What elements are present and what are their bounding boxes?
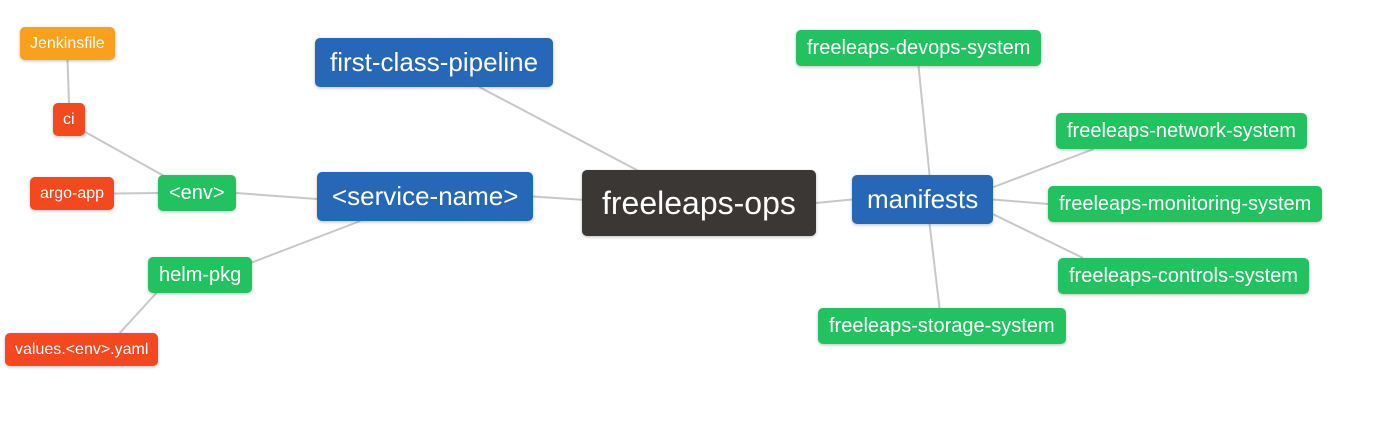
node-manifests[interactable]: manifests (852, 175, 994, 225)
node-service-name[interactable]: <service-name> (317, 172, 534, 222)
node-ci[interactable]: ci (53, 103, 85, 137)
node-freeleaps-ops[interactable]: freeleaps-ops (582, 170, 816, 237)
edge-helm-pkg-to-values-env-yaml (119, 292, 158, 334)
node-freeleaps-storage-system[interactable]: freeleaps-storage-system (818, 308, 1066, 344)
node-first-class-pipeline[interactable]: first-class-pipeline (315, 38, 554, 88)
edge-ci-to-env (82, 130, 165, 177)
node-jenkinsfile[interactable]: Jenkinsfile (20, 27, 115, 61)
edge-manifests-to-freeleaps-network-system (992, 148, 1095, 189)
node-argo-app[interactable]: argo-app (30, 177, 115, 211)
edge-first-class-pipeline-to-freeleaps-ops (478, 86, 641, 173)
edge-manifests-to-freeleaps-storage-system (928, 223, 941, 309)
edge-manifests-to-freeleaps-monitoring-system (992, 198, 1049, 205)
node-freeleaps-monitoring-system[interactable]: freeleaps-monitoring-system (1048, 186, 1323, 222)
node-freeleaps-devops-system[interactable]: freeleaps-devops-system (796, 30, 1042, 66)
node-freeleaps-network-system[interactable]: freeleaps-network-system (1056, 113, 1307, 149)
node-values-env-yaml[interactable]: values.<env>.yaml (5, 333, 159, 367)
edge-manifests-to-freeleaps-devops-system (917, 65, 931, 176)
edge-jenkinsfile-to-ci (66, 59, 70, 104)
edge-helm-pkg-to-service-name (251, 220, 361, 264)
edge-service-name-to-freeleaps-ops (532, 195, 583, 201)
edge-argo-app-to-env (113, 192, 159, 195)
edge-freeleaps-ops-to-manifests (815, 198, 853, 204)
node-freeleaps-controls-system[interactable]: freeleaps-controls-system (1058, 258, 1309, 294)
edge-manifests-to-freeleaps-controls-system (992, 213, 1084, 259)
node-env[interactable]: <env> (158, 175, 236, 211)
edge-env-to-service-name (235, 192, 318, 200)
node-helm-pkg[interactable]: helm-pkg (148, 257, 253, 293)
